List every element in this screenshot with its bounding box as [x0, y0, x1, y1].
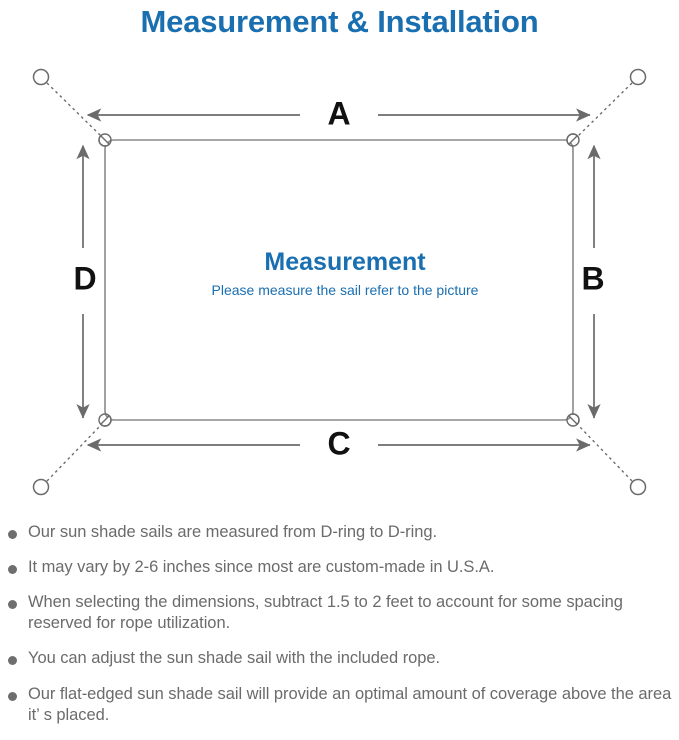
- anchor-bottom-right-icon: [629, 478, 647, 496]
- anchor-top-left-icon: [32, 68, 50, 86]
- dimension-label-d: D: [73, 260, 96, 296]
- sail-body: [104, 139, 574, 421]
- note-text: When selecting the dimensions, subtract …: [28, 593, 623, 633]
- anchor-points: [32, 68, 647, 496]
- list-item: It may vary by 2-6 inches since most are…: [0, 557, 679, 578]
- list-item: You can adjust the sun shade sail with t…: [0, 648, 679, 669]
- rope-top-right: [577, 82, 633, 137]
- sail-measurement-diagram: A C D B Measurement Please measure the s…: [0, 52, 679, 518]
- note-text: Our sun shade sails are measured from D-…: [28, 523, 437, 541]
- bullet-icon: [8, 565, 17, 575]
- rope-bottom-left: [46, 424, 102, 482]
- rope-top-left: [46, 82, 102, 137]
- dimension-label-b: B: [581, 260, 604, 296]
- sail-center-heading: Measurement: [264, 248, 426, 276]
- list-item: Our sun shade sails are measured from D-…: [0, 522, 679, 543]
- note-text: It may vary by 2-6 inches since most are…: [28, 558, 495, 577]
- bullet-icon: [8, 656, 17, 666]
- sail-center-subtext: Please measure the sail refer to the pic…: [212, 282, 479, 298]
- rope-bottom-right: [577, 424, 633, 482]
- rope-lines: [46, 82, 633, 482]
- note-text: Our flat-edged sun shade sail will provi…: [28, 684, 672, 724]
- bullet-icon: [8, 600, 17, 610]
- list-item: When selecting the dimensions, subtract …: [0, 592, 679, 634]
- anchor-top-right-icon: [629, 68, 647, 86]
- dimension-label-a: A: [327, 95, 350, 131]
- dimension-label-c: C: [327, 425, 350, 461]
- list-item: Our flat-edged sun shade sail will provi…: [0, 684, 679, 726]
- bullet-icon: [8, 691, 17, 701]
- notes-list: Our sun shade sails are measured from D-…: [0, 522, 679, 740]
- page-title: Measurement & Installation: [140, 4, 539, 39]
- anchor-bottom-left-icon: [32, 478, 50, 496]
- d-rings: [98, 133, 580, 427]
- note-text: You can adjust the sun shade sail with t…: [28, 649, 441, 668]
- bullet-icon: [8, 530, 17, 539]
